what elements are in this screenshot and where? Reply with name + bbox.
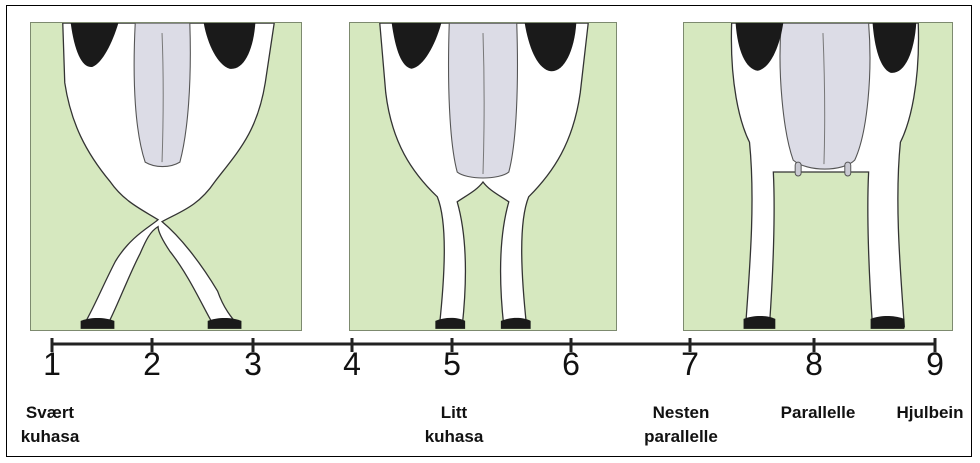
scale-number-5: 5 [443,346,461,382]
cow-rear-legs-parallel [684,23,952,330]
scale-number-2: 2 [143,346,161,382]
scale-number-1: 1 [43,346,61,382]
scale-number-7: 7 [681,346,699,382]
scale-number-3: 3 [244,346,262,382]
label-svaert-kuhasa: Svært kuhasa [21,401,80,449]
scale-number-9: 9 [926,346,944,382]
cow-rear-legs-strong-cow-hocked [31,23,301,330]
cow-rear-legs-slight-cow-hocked [350,23,616,330]
scale-number-4: 4 [343,346,361,382]
label-line: parallelle [644,425,718,449]
panel-slight-cow-hocked [349,22,617,331]
label-line: Nesten [644,401,718,425]
label-litt-kuhasa: Litt kuhasa [425,401,484,449]
scale-number-8: 8 [805,346,823,382]
label-line: kuhasa [21,425,80,449]
scale-number-6: 6 [562,346,580,382]
label-nesten-parallelle: Nesten parallelle [644,401,718,449]
panel-strong-cow-hocked [30,22,302,331]
label-line: Litt [425,401,484,425]
panel-parallel [683,22,953,331]
label-parallelle: Parallelle [781,401,856,425]
label-line: kuhasa [425,425,484,449]
label-hjulbein: Hjulbein [896,401,963,425]
label-line: Svært [21,401,80,425]
